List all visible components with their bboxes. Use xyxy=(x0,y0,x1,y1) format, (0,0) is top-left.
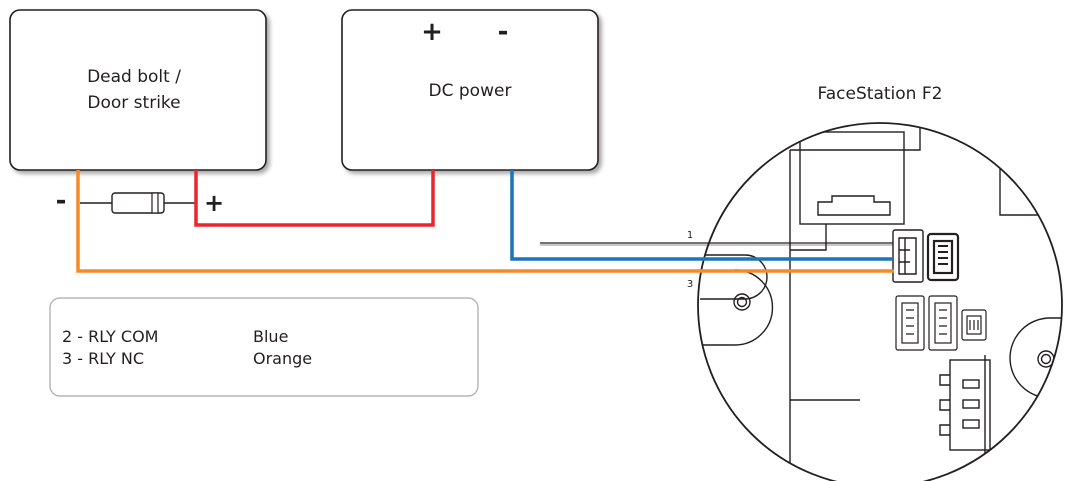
legend-row2-color: Orange xyxy=(253,349,312,368)
orange-wire xyxy=(76,170,894,273)
legend-row1-color: Blue xyxy=(253,327,288,346)
device-title: FaceStation F2 xyxy=(818,84,943,104)
blue-wire xyxy=(510,170,894,261)
dc-power-minus-sign: - xyxy=(498,17,509,47)
main-connector xyxy=(892,229,960,283)
deadbolt-label-line2: Door strike xyxy=(87,93,180,113)
red-wire xyxy=(194,170,435,227)
secondary-connectors xyxy=(895,295,987,351)
facestation-f2-circle xyxy=(697,122,1063,481)
legend-row2-pin: 3 - RLY NC xyxy=(62,349,144,368)
deadbolt-label-line1: Dead bolt / xyxy=(87,67,181,87)
deadbolt-minus-sign: - xyxy=(56,186,67,216)
dc-power-label: DC power xyxy=(429,81,512,101)
wire-number-3: 3 xyxy=(687,279,693,290)
deadbolt-plus-sign: + xyxy=(204,189,224,217)
deadbolt-box: Dead bolt / Door strike xyxy=(9,9,267,171)
wire-number-1: 1 xyxy=(687,230,693,241)
legend-box: 2 - RLY COM Blue 3 - RLY NC Orange xyxy=(49,297,479,397)
dc-power-box: DC power + - xyxy=(341,9,599,171)
legend-row1-pin: 2 - RLY COM xyxy=(62,327,158,346)
dc-power-plus-sign: + xyxy=(421,17,443,47)
diode-icon xyxy=(80,192,196,214)
